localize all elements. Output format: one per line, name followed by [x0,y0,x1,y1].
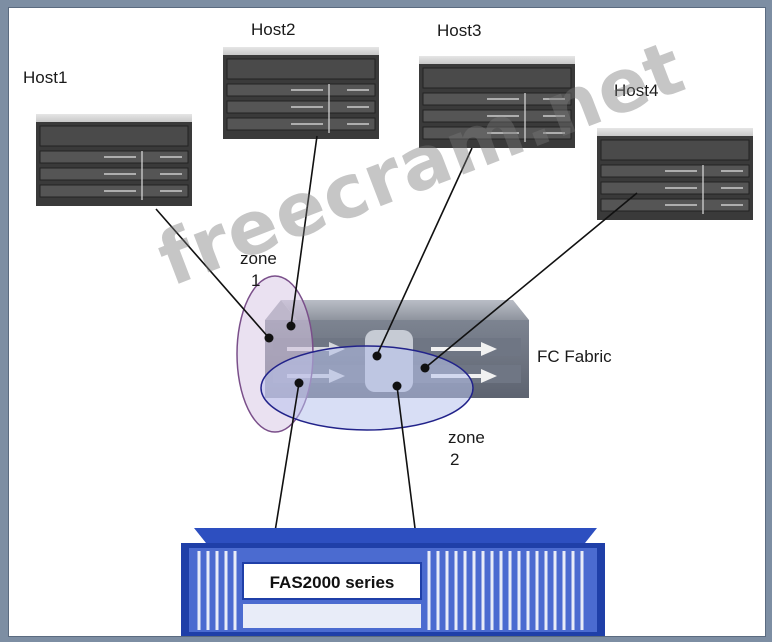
connection-lines [155,135,638,545]
zone1-label-number: 1 [251,271,261,290]
host2-server-icon [222,46,380,140]
zone1-label-word: zone [240,249,277,268]
network-diagram [35,46,754,636]
fc-fabric-label: FC Fabric [537,347,612,366]
host4-label: Host4 [614,81,659,100]
host1-server-icon [35,113,193,207]
zone2-label-number: 2 [450,450,460,469]
host1-label: Host1 [23,68,68,87]
zone2-label-word: zone [448,428,485,447]
fas2000-label: FAS2000 series [269,573,395,592]
host2-label: Host2 [251,20,296,39]
fas2000-storage [181,528,605,636]
port-dots [264,321,430,391]
diagram-frame: Host1 Host2 Host3 Host4 FC Fabric zone 1… [8,7,766,637]
zone2-ellipse [260,345,474,431]
host3-label: Host3 [437,21,482,40]
